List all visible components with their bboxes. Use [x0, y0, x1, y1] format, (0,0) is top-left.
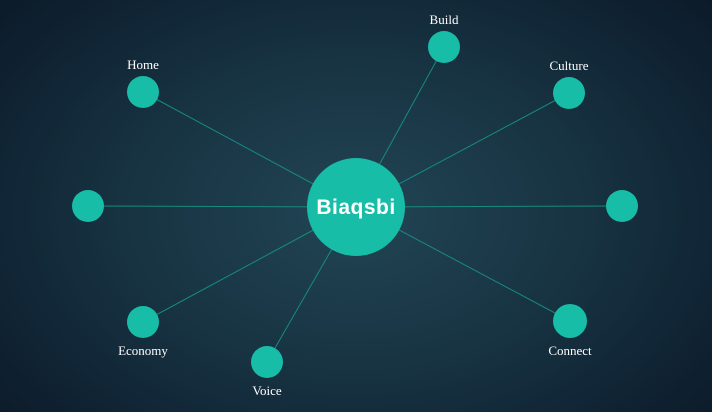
graph-node-connect[interactable] — [553, 304, 587, 338]
graph-node-voice[interactable] — [251, 346, 283, 378]
node-label-culture: Culture — [550, 58, 589, 73]
node-label-voice: Voice — [252, 383, 282, 398]
center-node-label: Biaqsbi — [316, 196, 395, 219]
graph-node-home[interactable] — [127, 76, 159, 108]
graph-node-culture[interactable] — [553, 77, 585, 109]
node-label-home: Home — [127, 57, 159, 72]
node-label-connect: Connect — [548, 343, 592, 358]
graph-node-build[interactable] — [428, 31, 460, 63]
graph-node-left[interactable] — [72, 190, 104, 222]
graph-node-center[interactable] — [307, 158, 405, 256]
graph-node-economy[interactable] — [127, 306, 159, 338]
node-label-build: Build — [430, 12, 459, 27]
graph-node-right[interactable] — [606, 190, 638, 222]
node-label-economy: Economy — [118, 343, 168, 358]
